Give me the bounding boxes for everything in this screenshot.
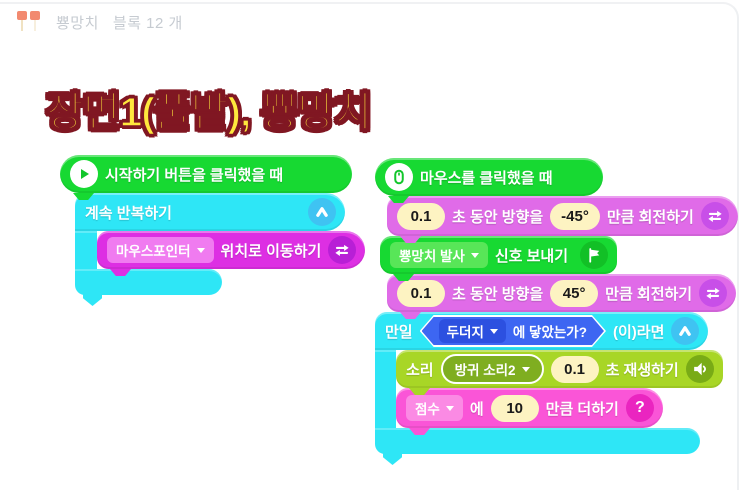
- condition-hexagon[interactable]: 두더지 에 닿았는가?: [420, 315, 606, 347]
- score-mid-label: 에: [469, 400, 484, 418]
- send-signal-block[interactable]: 뿅망치 발사 신호 보내기: [380, 236, 617, 274]
- move-arrows-icon: [328, 236, 357, 264]
- condition-question-label: 에 닿았는가?: [512, 325, 587, 340]
- score-suffix-label: 만큼 더하기: [545, 400, 619, 418]
- dropdown-arrow-icon: [196, 247, 205, 253]
- sound-duration-input[interactable]: 0.1: [550, 355, 599, 383]
- sprite-dropdown-value: 마우스포인터: [116, 244, 191, 259]
- object-header: 뿅망치 블록 12 개: [16, 8, 183, 36]
- if-label: 만일: [385, 323, 413, 341]
- dropdown-arrow-icon: [470, 252, 479, 258]
- rotate-icon-2: [699, 279, 728, 307]
- repeat-block-label: 계속 반복하기: [85, 204, 172, 222]
- signal-block-label: 신호 보내기: [494, 247, 569, 265]
- repeat-icon: [308, 198, 336, 226]
- sound-dropdown-value: 방귀 소리2: [454, 363, 516, 378]
- if-block[interactable]: 만일 두더지 에 닿았는가? (이)라면: [375, 312, 709, 350]
- mouse-icon: [385, 163, 413, 191]
- sound-prefix-label: 소리: [406, 361, 434, 379]
- repeat-block-left-arm: [75, 231, 97, 269]
- rotate-icon-1: [700, 202, 729, 230]
- signal-dropdown-value: 뿅망치 발사: [399, 249, 465, 264]
- duration-input-2[interactable]: 0.1: [397, 279, 445, 307]
- touch-target-dropdown[interactable]: 두더지: [439, 319, 506, 343]
- dropdown-arrow-icon: [445, 405, 454, 411]
- mouse-click-label: 마우스를 클릭했을 때: [420, 169, 553, 187]
- flag-icon: [580, 241, 608, 269]
- if-block-left-arm: [375, 350, 396, 428]
- signal-dropdown[interactable]: 뿅망치 발사: [390, 242, 488, 268]
- mouse-click-block[interactable]: 마우스를 클릭했을 때: [375, 158, 603, 196]
- block-count-label: 블록 12 개: [112, 14, 183, 32]
- sound-suffix-label: 초 재생하기: [605, 361, 679, 379]
- repeat-block-bottom-arm: [75, 269, 222, 295]
- speaker-icon: [685, 355, 714, 383]
- rotate1-mid-label: 초 동안 방향을: [452, 208, 544, 226]
- rotate-block-2[interactable]: 0.1 초 동안 방향을 45° 만큼 회전하기: [387, 274, 737, 312]
- rotate2-suffix-label: 만큼 회전하기: [605, 285, 693, 303]
- variable-dropdown[interactable]: 점수: [406, 395, 463, 421]
- then-label: (이)라면: [612, 323, 665, 341]
- duration-input-1[interactable]: 0.1: [397, 202, 445, 230]
- page-title: 장면1(풀밭), 뿅망치: [45, 88, 372, 136]
- rotate2-mid-label: 초 동안 방향을: [452, 285, 544, 303]
- angle-input-1[interactable]: -45°: [550, 202, 600, 230]
- start-button-click-block[interactable]: 시작하기 버튼을 클릭했을 때: [60, 155, 352, 193]
- variable-dropdown-value: 점수: [415, 402, 440, 417]
- sprite-dropdown[interactable]: 마우스포인터: [107, 237, 214, 263]
- move-block-label: 위치로 이동하기: [220, 242, 322, 260]
- if-block-bottom-arm: [375, 428, 700, 454]
- move-to-block[interactable]: 마우스포인터 위치로 이동하기: [97, 231, 366, 269]
- add-to-variable-block[interactable]: 점수 에 10 만큼 더하기 ?: [396, 388, 663, 428]
- touch-target-value: 두더지: [446, 325, 484, 340]
- dropdown-arrow-icon: [490, 329, 498, 334]
- branch-icon: [671, 317, 700, 345]
- rotate-block-1[interactable]: 0.1 초 동안 방향을 -45° 만큼 회전하기: [387, 196, 738, 236]
- question-icon: ?: [625, 394, 654, 422]
- angle-input-2[interactable]: 45°: [550, 279, 599, 307]
- repeat-forever-block[interactable]: 계속 반복하기: [75, 193, 345, 231]
- hammer-sprite-icon: [16, 8, 42, 36]
- score-value-input[interactable]: 10: [490, 394, 539, 422]
- dropdown-arrow-icon: [521, 366, 530, 372]
- play-sound-block[interactable]: 소리 방귀 소리2 0.1 초 재생하기: [396, 350, 723, 388]
- sound-dropdown[interactable]: 방귀 소리2: [440, 354, 544, 384]
- object-name: 뿅망치: [56, 14, 99, 32]
- rotate1-suffix-label: 만큼 회전하기: [606, 208, 694, 226]
- play-icon: [70, 160, 98, 188]
- start-block-label: 시작하기 버튼을 클릭했을 때: [105, 166, 284, 184]
